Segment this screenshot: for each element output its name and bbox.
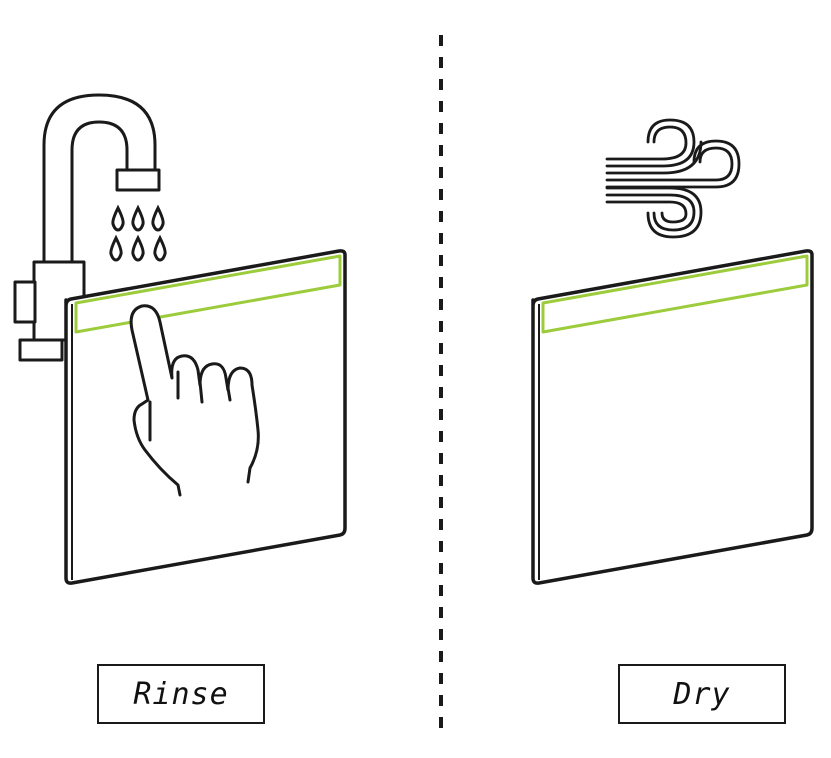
rinse-label: Rinse: [133, 676, 229, 712]
faucet-icon: [13, 93, 161, 362]
dry-panel: [531, 249, 814, 585]
water-drops-icon: [109, 204, 167, 262]
rinse-label-box: Rinse: [97, 664, 265, 724]
dry-label: Dry: [673, 676, 731, 712]
dry-panel-accent-strip: [541, 254, 809, 334]
rinse-panel-accent-strip: [74, 254, 342, 334]
dry-label-box: Dry: [618, 664, 786, 724]
hand-pointer-icon: [129, 304, 260, 497]
wind-icon: [605, 118, 741, 239]
